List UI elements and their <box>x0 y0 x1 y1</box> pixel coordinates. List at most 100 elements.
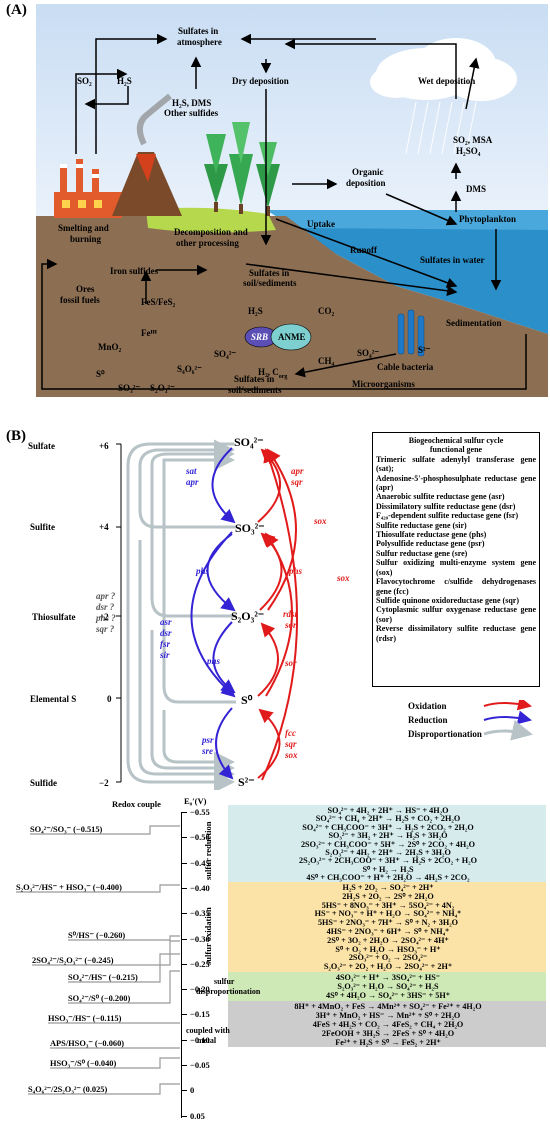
axis-sulfide: Sulfide <box>30 778 58 788</box>
label-sulfates-soil-2: soil/sediments <box>243 278 297 288</box>
reduction-arrows <box>190 447 236 780</box>
label-feiii: Feᴵᴵᴵ <box>141 328 157 338</box>
equation: S₂O₃²⁻ + H₂O → SO₄²⁻ + H₂S <box>337 982 439 991</box>
label-h2s: H₂S <box>117 76 132 86</box>
cycle-scene <box>36 4 548 397</box>
redox-tick-label: −0.05 <box>190 1060 210 1070</box>
gene-sor-1: sor <box>285 620 297 630</box>
legend-item: Trimeric sulfate adenylyl transferase ge… <box>376 454 536 474</box>
equation: H₂S + 2O₂ → SO₄²⁻ + 2H⁺ <box>342 883 434 892</box>
label-sulfates-soil-b-1: Sulfates in <box>234 374 275 384</box>
redox-tick-label: −0.40 <box>190 882 210 893</box>
label-h2s-dms-2: Other sulfides <box>164 108 219 118</box>
redox-tick-mark <box>181 938 187 940</box>
couple-label: SO₄²⁻/S⁰ (−0.200) <box>68 994 131 1003</box>
couple-label: S⁰/HS⁻ (−0.260) <box>68 931 126 940</box>
legend-title-2: functional gene <box>429 445 483 455</box>
forest-icon <box>204 122 280 216</box>
label-anme: ANME <box>278 332 306 342</box>
equation: 4HS⁻ + 2NO₃⁻ + 6H⁺ → S⁰ + NH₄⁺ <box>326 927 450 936</box>
label-so2-msa-1: SO₂, MSA <box>453 135 493 145</box>
gene-phs-red: phs <box>289 566 303 576</box>
oxidation-swatch <box>483 700 532 711</box>
axis-elemental: Elemental S <box>30 694 77 704</box>
equation: Fe²⁺ + H₂S + S⁰ → FeS₂ + 2H⁺ <box>335 1038 441 1047</box>
label-h2s-sediment: H₂S <box>248 306 263 316</box>
label-iron-sulfides: Iron sulfides <box>110 266 159 276</box>
redox-tick-label: −0.10 <box>190 1034 210 1045</box>
redox-tick-mark <box>181 862 187 864</box>
oxidation-arrows <box>257 448 299 781</box>
gene-apr-red: apr <box>291 466 304 476</box>
legend-item: Sulfur oxidizing multi-enzyme system gen… <box>376 558 536 577</box>
gene-sre: sre <box>202 746 213 756</box>
gene-sox-1: sox <box>314 516 327 526</box>
couple-label: S₂O₃²⁻/HS⁻ + HSO₃⁻ (−0.400) <box>16 883 122 892</box>
equation: SO₄²⁻ + CH₄ + 2H⁺ → H₂S + CO₂ + 2H₂O <box>315 814 461 824</box>
label-sulfates-atm-1: Sulfates in <box>178 26 219 36</box>
equation: 4S⁰ + CH₃COO⁻ + H⁺ + 2H₂O → 4H₂S + 2CO₂ <box>306 873 470 883</box>
equation: 3H⁺ + MnO₂ + HS⁻ → Mn²⁺ + S⁰ + 2H₂O <box>315 1011 461 1020</box>
gene-gray-dsr: dsr ? <box>96 602 115 612</box>
factory-icon <box>54 159 122 218</box>
label-ores-2: fossil fuels <box>60 295 100 305</box>
equation: 2S₂O₃²⁻ + 2CH₃COO⁻ + 3H⁺ → H₂S + 2CO₂ + … <box>298 856 477 866</box>
gene-sor-2: sor <box>285 658 297 668</box>
legend-reduction-label: Reduction <box>408 715 448 725</box>
couple-label: SO₄²⁻/SO₃⁻ (−0.515) <box>30 825 103 834</box>
redox-tick-mark <box>181 1039 187 1041</box>
panel-a-label: (A) <box>6 2 27 18</box>
couple-label: SO₄²⁻/HS⁻ (−0.215) <box>68 973 138 982</box>
redox-axis-line <box>181 812 182 1118</box>
gene-legend: Biogeochemical sulfur cycle functional g… <box>372 432 540 687</box>
gene-rdsr: rdsr <box>283 609 299 619</box>
couple-label: HSO₃⁻/HS⁻ (−0.115) <box>48 1014 122 1023</box>
group-label-metal-2: metal <box>197 1036 217 1045</box>
eq-block-reduction: SO₄²⁻ + 4H₂ + 2H⁺ → HS⁻ + 4H₂O SO₄²⁻ + C… <box>232 806 544 882</box>
label-sulfates-atm-2: atmosphere <box>177 37 222 47</box>
equation: S₂O₃²⁻ + 2O₂ + H₂O → 2SO₄²⁻ + 2H⁺ <box>323 962 453 972</box>
equation: 2H₂S + 2O₂ → 2S⁰ + 2H₂O <box>342 891 434 901</box>
eq-block-metal: 8H⁺ + 4MnO₂ + FeS → 4Mn²⁺ + SO₄²⁻ + Fe²⁺… <box>232 1002 544 1047</box>
redox-tick-label: −0.55 <box>190 807 210 817</box>
label-smelting-2: burning <box>70 234 102 244</box>
panel-a-illustration <box>36 4 548 397</box>
label-srb: SRB <box>251 332 269 342</box>
legend-item: Anaerobic sulfite reductase gene (asr) <box>376 492 505 502</box>
label-so3: SO₃²⁻ <box>118 383 141 393</box>
group-label-disproportionation-1: sulfur <box>214 977 235 986</box>
label-wet-deposition: Wet deposition <box>418 76 476 86</box>
label-ch4: CH₄ <box>318 356 335 366</box>
redox-tick-label: −0.25 <box>190 958 210 969</box>
disproportionation-swatch <box>483 719 533 741</box>
redox-tick-mark <box>181 812 187 813</box>
equation: 5HS⁻ + 8NO₃⁻ + 3H⁺ → 5SO₄²⁻ + 4N₂ <box>321 900 455 910</box>
gene-psr: psr <box>202 735 214 745</box>
group-label-metal-1: coupled with <box>186 1026 230 1035</box>
redox-e0: E₀′(V) <box>184 796 207 806</box>
gene-gray-sqr: sqr ? <box>96 624 115 634</box>
eq-block-disproportionation: 4SO₃²⁻ + H⁺ → 3SO₄²⁻ + HS⁻ S₂O₃²⁻ + H₂O … <box>232 973 544 1001</box>
volcano-icon <box>112 93 182 216</box>
gene-sox-2: sox <box>337 573 350 583</box>
legend-title-1: Biogeochemical sulfur cycle <box>408 436 504 445</box>
legend-item: Sulfite reductase gene (sir) <box>376 520 467 530</box>
legend-disproportionation-label: Disproportionation <box>408 729 482 739</box>
redox-title: Redox couple <box>112 799 161 809</box>
label-so4: SO₄²⁻ <box>214 349 237 359</box>
redox-tick-mark <box>181 989 187 991</box>
axis-sulfate: Sulfate <box>28 441 55 451</box>
legend-item: Polysulfide reductase gene (psr) <box>376 539 485 549</box>
label-fes: FeS/FeS₂ <box>141 297 176 307</box>
couple-label: HSO₃⁻/S⁰ (−0.040) <box>50 1059 117 1068</box>
equation: SO₄²⁻ + 4H₂ + 2H⁺ → HS⁻ + 4H₂O <box>327 806 449 815</box>
redox-tick-mark <box>181 963 187 965</box>
label-h2s-dms-1: H₂S, DMS <box>172 98 212 108</box>
equation: 5HS⁻ + 2NO₃⁻ + 7H⁺ → S⁰ + N₂ + 3H₂O <box>317 918 459 928</box>
couple-leader-lines <box>16 825 180 1095</box>
redox-tick-label: −0.15 <box>190 1009 210 1020</box>
gene-phs-blue-1: phs <box>196 566 210 576</box>
gene-fsr: fsr <box>160 639 171 649</box>
cable-bacteria-icon <box>397 309 425 357</box>
equation: S⁰ + O₂ + H₂O → HSO₃⁻ + H⁺ <box>335 944 441 954</box>
